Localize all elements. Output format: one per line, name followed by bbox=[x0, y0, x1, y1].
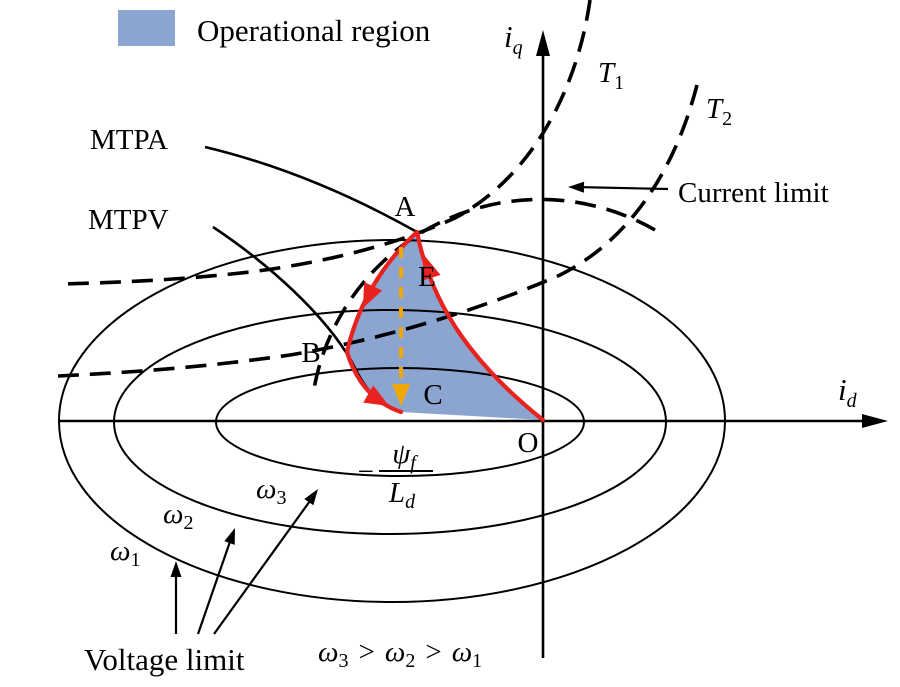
trajectory-b-to-c bbox=[344, 349, 404, 415]
flux-fraction-denominator: Ld bbox=[388, 477, 416, 513]
voltage-limit-pointer-arrowhead-1 bbox=[170, 561, 182, 577]
current-limit-label: Current limit bbox=[678, 177, 829, 209]
current-limit-pointer-line bbox=[573, 185, 669, 191]
omega-inequality: ω3>ω2>ω1 bbox=[318, 636, 482, 672]
iq-axis-arrowhead bbox=[536, 30, 550, 56]
flux-fraction-minus: − bbox=[358, 456, 374, 488]
mtpa-label: MTPA bbox=[90, 124, 168, 156]
operational-region-fill bbox=[347, 232, 543, 420]
iq-axis-label: iq bbox=[504, 19, 523, 59]
torque-t1-label: T1 bbox=[598, 57, 624, 94]
legend-swatch bbox=[118, 10, 175, 46]
mtpv-label: MTPV bbox=[88, 204, 169, 236]
id-axis-arrowhead bbox=[862, 414, 888, 428]
omega3-label: ω3 bbox=[256, 473, 286, 509]
point-a-label: A bbox=[395, 191, 416, 223]
voltage-limit-pointer-line-2 bbox=[196, 532, 235, 635]
mtpa-curve bbox=[204, 145, 418, 234]
point-b-label: B bbox=[301, 337, 320, 369]
id-axis-label: id bbox=[838, 372, 858, 412]
torque-t2-label: T2 bbox=[706, 93, 732, 130]
legend-label: Operational region bbox=[197, 13, 431, 48]
voltage-limit-pointer-arrowhead-3 bbox=[304, 489, 318, 506]
torque-curve-t2 bbox=[57, 84, 699, 378]
point-e-label: E bbox=[418, 261, 436, 293]
current-limit-arc bbox=[311, 197, 656, 396]
trajectory-arrowhead-b-to-c bbox=[363, 385, 389, 406]
trajectory-arrowhead-toward-a bbox=[421, 255, 441, 281]
flux-fraction-numerator: ψf bbox=[392, 438, 418, 474]
voltage-limit-label: Voltage limit bbox=[84, 642, 245, 677]
voltage-limit-pointer-line-3 bbox=[213, 493, 316, 635]
omega2-label: ω2 bbox=[163, 498, 193, 534]
current-limit-pointer-arrowhead bbox=[568, 181, 585, 193]
drop-arrowhead bbox=[392, 384, 410, 406]
point-c-label: C bbox=[423, 379, 442, 411]
omega1-label: ω1 bbox=[110, 535, 140, 571]
origin-label: O bbox=[518, 427, 539, 459]
trajectory-arrowhead-a-to-b bbox=[363, 282, 383, 308]
voltage-limit-pointer-arrowhead-2 bbox=[224, 528, 235, 545]
